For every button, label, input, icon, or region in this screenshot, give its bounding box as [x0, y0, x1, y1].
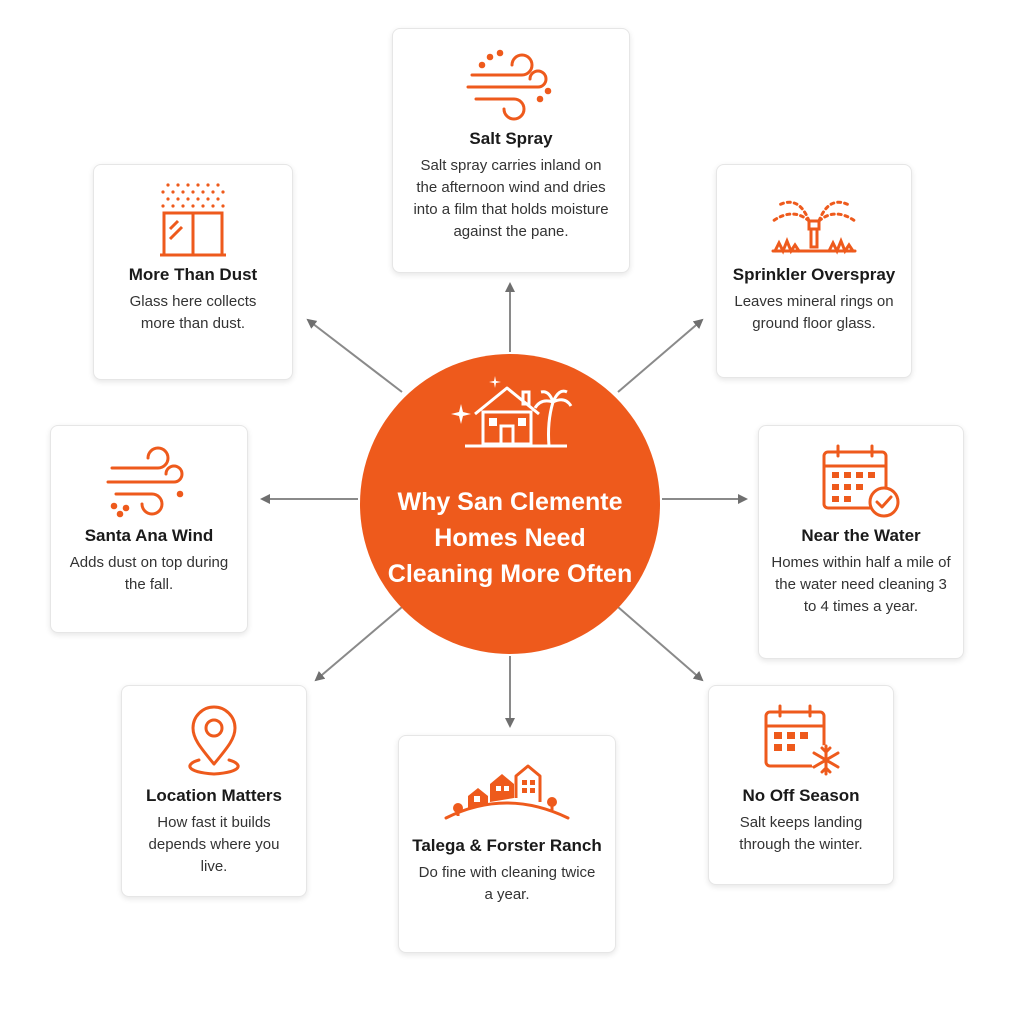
card-sprinkler: Sprinkler Overspray Leaves mineral rings… [716, 164, 912, 378]
window-icon [148, 181, 238, 259]
central-hub: Why San Clemente Homes Need Cleaning Mor… [360, 354, 660, 654]
arrow-no-off-season [617, 606, 704, 682]
card-title: Sprinkler Overspray [732, 265, 896, 284]
card-title: More Than Dust [128, 265, 258, 284]
card-near-water: Near the Water Homes within half a mile … [758, 425, 964, 659]
card-description: How fast it builds depends where you liv… [148, 814, 280, 875]
card-description: Salt spray carries inland on the afterno… [413, 157, 609, 240]
card-description: Adds dust on top during the fall. [69, 554, 229, 593]
card-title: No Off Season [742, 786, 860, 805]
card-description: Homes within half a mile of the water ne… [771, 554, 951, 615]
card-title: Talega & Forster Ranch [412, 836, 602, 855]
card-location: Location Matters How fast it builds depe… [121, 685, 307, 897]
wind-spray-icon [466, 45, 556, 123]
card-santa-ana: Santa Ana Wind Adds dust on top during t… [50, 425, 248, 633]
card-description: Glass here collects more than dust. [129, 293, 257, 332]
house-palm-icon [445, 374, 575, 454]
calendar-snowflake-icon [756, 702, 846, 780]
card-title: Santa Ana Wind [84, 526, 214, 545]
card-description: Salt keeps landing through the winter. [739, 814, 863, 853]
arrow-more-than-dust [306, 318, 403, 393]
card-description: Do fine with cleaning twice a year. [418, 864, 596, 903]
card-no-off-season: No Off Season Salt keeps landing through… [708, 685, 894, 885]
card-description: Leaves mineral rings on ground floor gla… [734, 293, 894, 332]
sprinkler-icon [769, 181, 859, 259]
calendar-check-icon [816, 442, 906, 520]
arrow-location [314, 606, 403, 682]
wind-icon [104, 442, 194, 520]
card-title: Salt Spray [469, 129, 553, 148]
card-title: Near the Water [801, 526, 921, 545]
arrow-sprinkler [617, 318, 704, 393]
location-pin-icon [169, 702, 259, 780]
hillside-homes-icon [442, 752, 572, 830]
card-title: Location Matters [145, 786, 283, 805]
card-salt-spray: Salt Spray Salt spray carries inland on … [392, 28, 630, 273]
hub-title: Why San Clemente Homes Need Cleaning Mor… [387, 488, 633, 588]
card-more-than-dust: More Than Dust Glass here collects more … [93, 164, 293, 380]
card-talega: Talega & Forster Ranch Do fine with clea… [398, 735, 616, 953]
